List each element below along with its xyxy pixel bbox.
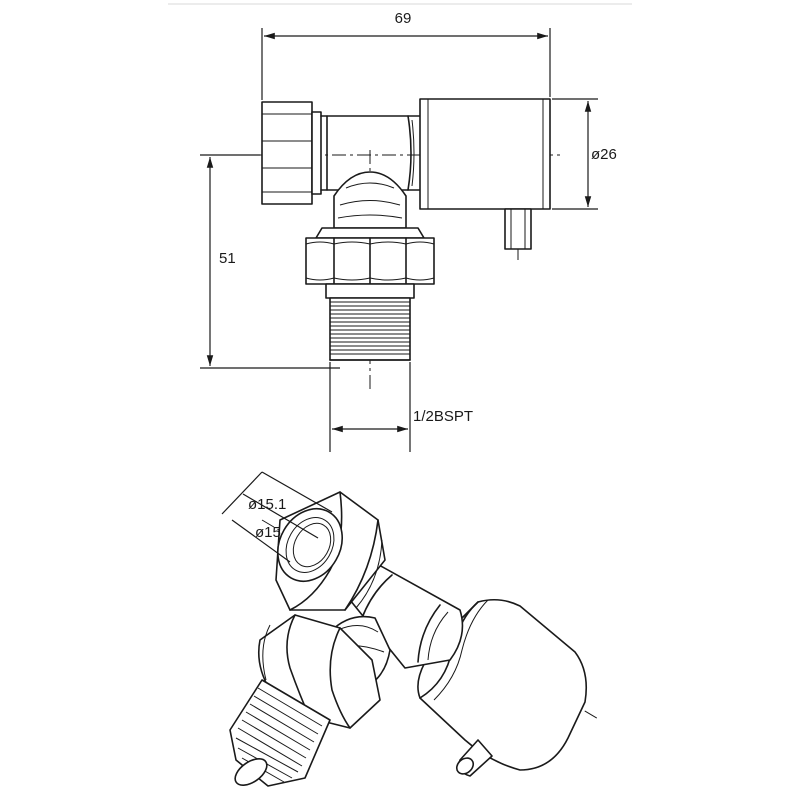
dimension-diameter: ø26 <box>552 98 617 210</box>
threaded-shank-front <box>325 283 415 361</box>
front-view: 69 ø26 51 1/2BSPT <box>200 10 617 452</box>
thread-dimension-label: 1/2BSPT <box>413 408 473 425</box>
handle-pin-front <box>504 208 532 250</box>
compression-nut-front <box>261 101 328 205</box>
handle-pin-iso <box>455 739 493 777</box>
dimension-width: 69 <box>261 10 551 100</box>
width-dimension-label: 69 <box>395 10 412 27</box>
compression-nut-iso <box>275 491 386 611</box>
dimension-thread: 1/2BSPT <box>329 362 473 452</box>
stem-front <box>333 171 407 229</box>
dimension-iso-diameters: ø15.1 ø15 <box>221 471 333 563</box>
diameter-dimension-label: ø26 <box>591 146 617 163</box>
threaded-shank-iso <box>229 679 331 787</box>
handle-cylinder-front <box>419 98 551 210</box>
isometric-view: ø15.1 ø15 <box>221 471 601 787</box>
inner-diameter-label: ø15 <box>255 524 281 541</box>
height-dimension-label: 51 <box>219 250 236 267</box>
outer-diameter-label: ø15.1 <box>248 496 286 513</box>
body-tube-iso <box>349 559 464 669</box>
hex-nut-front <box>305 227 435 285</box>
dimension-height: 51 <box>200 154 340 369</box>
